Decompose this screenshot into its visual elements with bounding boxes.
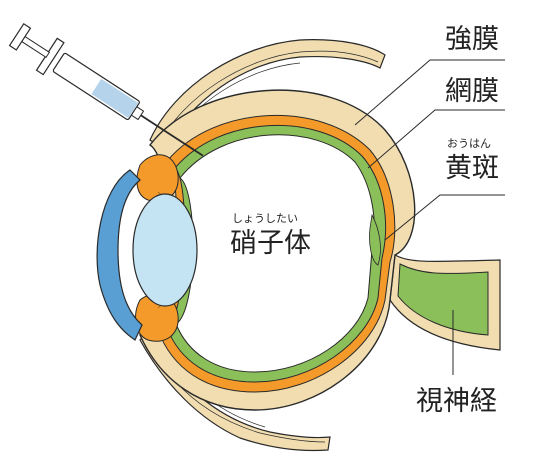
label-retina: 網膜 [445,76,499,107]
ruby-macula: おうはん [447,137,491,150]
optic-nerve [389,254,501,351]
ruby-vitreous: しょうしたい [232,212,298,225]
leader-sclera [354,59,505,126]
leader-lines [354,59,505,375]
label-vitreous: 硝子体 [230,228,311,259]
lens [132,193,198,307]
syringe [8,22,204,157]
macula-region [369,213,381,266]
label-sclera: 強膜 [445,24,499,55]
cornea [96,169,143,341]
leader-retina [367,109,505,169]
label-optic-nerve: 視神経 [416,386,497,417]
leader-macula [384,194,505,241]
label-macula: 黄斑 [445,153,499,184]
vitreous-body [175,134,375,373]
